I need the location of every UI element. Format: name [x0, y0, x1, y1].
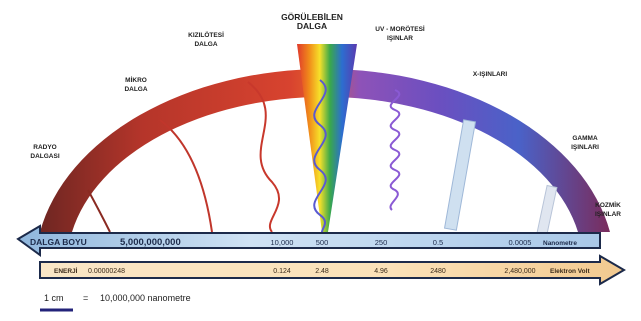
region-label-xray: X-IŞINLARI — [473, 71, 508, 78]
energy-unit: Elektron Volt — [550, 268, 590, 275]
region-label-infrared: DALGA — [194, 41, 217, 48]
region-label-cosmic: KOZMİK — [595, 201, 621, 209]
scale-eq: = — [83, 293, 88, 303]
energy-value: 4.96 — [374, 268, 388, 275]
visible-light-wedge — [297, 44, 357, 232]
energy-value: 2480 — [430, 268, 446, 275]
wavelength-value: 0.0005 — [509, 238, 532, 247]
energy-value: 2,480,000 — [504, 268, 535, 275]
region-label-micro: MİKRO — [125, 76, 147, 84]
energy-value: 0.124 — [273, 268, 291, 275]
scale-lhs: 1 cm — [44, 293, 64, 303]
wavelength-unit: Nanometre — [543, 240, 577, 247]
micro-wave-line — [160, 120, 212, 232]
xray-wave-band — [445, 120, 476, 230]
wavelength-value: 0.5 — [433, 238, 443, 247]
region-label-cosmic: IŞINLAR — [595, 211, 621, 218]
region-label-uv: UV - MORÖTESİ — [375, 24, 425, 33]
radio-wave-line — [88, 190, 110, 232]
infrared-wave-line — [248, 82, 279, 232]
region-label-gamma: IŞINLARI — [571, 144, 599, 151]
region-label-radio: DALGASI — [30, 153, 59, 160]
energy-value: 2.48 — [315, 268, 329, 275]
wavelength-bar-label: DALGA BOYU — [30, 237, 87, 247]
energy-bar-label: ENERJİ — [54, 267, 78, 275]
region-label-micro: DALGA — [124, 86, 147, 93]
wavelength-value: 250 — [375, 238, 388, 247]
uv-wave-line — [390, 90, 399, 210]
region-label-radio: RADYO — [33, 144, 56, 151]
wavelength-value: 10,000 — [271, 238, 294, 247]
gamma-wave-band — [537, 185, 557, 234]
region-label-visible: DALGA — [297, 21, 327, 31]
region-label-uv: IŞINLAR — [387, 35, 413, 42]
energy-value: 0.00000248 — [88, 268, 125, 275]
scale-rhs: 10,000,000 nanometre — [100, 293, 191, 303]
energy-bar — [40, 256, 624, 284]
wavelength-value: 500 — [316, 238, 329, 247]
wavelength-value: 5,000,000,000 — [120, 237, 181, 248]
region-label-infrared: KIZILÖTESİ — [188, 30, 224, 39]
region-label-gamma: GAMMA — [572, 135, 598, 142]
